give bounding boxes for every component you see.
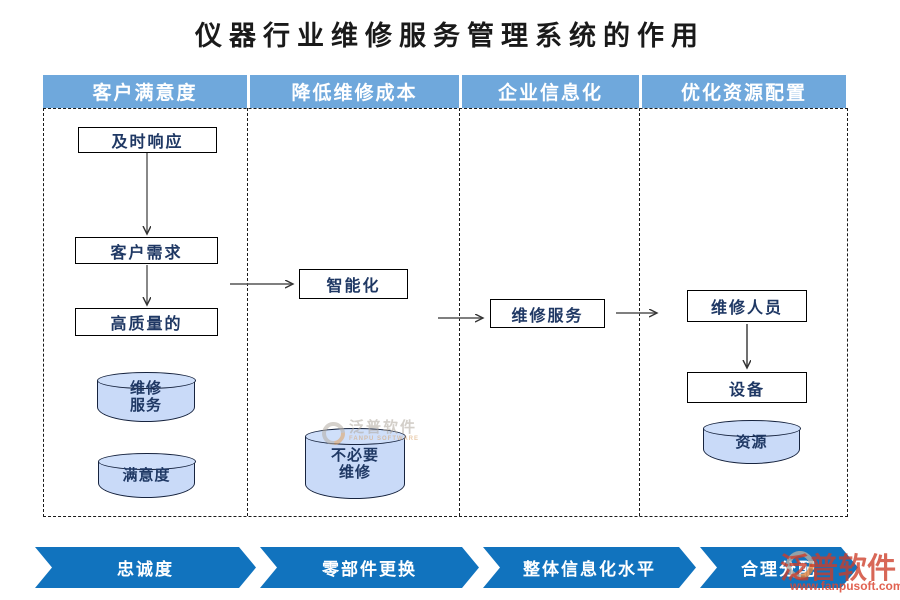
node-repair-service: 维修服务 <box>490 299 605 328</box>
banner-label: 忠诚度 <box>117 560 174 579</box>
watermark-url: www.fanpusoft.com <box>790 579 900 593</box>
watermark-center: 泛普软件 FANPU SOFTWARE <box>317 417 420 450</box>
node-timely-response: 及时响应 <box>78 127 217 153</box>
cylinder-unnecessary-repair-label: 不必要 维修 <box>330 446 379 481</box>
cylinder-repair-service-label: 维修 服务 <box>129 380 162 414</box>
banner-label: 零部件更换 <box>322 560 417 579</box>
watermark-brand: 泛普软件 <box>349 419 418 436</box>
cylinder-satisfaction-label: 满意度 <box>122 467 171 485</box>
node-equipment: 设备 <box>687 372 807 403</box>
banner-chevron-parts-replacement: 零部件更换 <box>260 547 479 588</box>
lane-separator-2 <box>459 108 460 516</box>
lane-header-optimize-resources: 优化资源配置 <box>642 75 846 108</box>
banner-label: 整体信息化水平 <box>523 560 656 579</box>
lane-separator-1 <box>247 108 248 516</box>
page-title: 仪器行业维修服务管理系统的作用 <box>195 21 705 52</box>
cylinder-resources: 资源 <box>702 420 801 464</box>
watermark-brand-sub: FANPU SOFTWARE <box>349 436 420 442</box>
banner-chevron-reasonable-allocation: 合理分配 <box>700 547 858 588</box>
banner-chevron-informatization-level: 整体信息化水平 <box>483 547 696 588</box>
node-high-quality: 高质量的 <box>75 308 218 336</box>
banner-chevron-loyalty: 忠诚度 <box>35 547 256 588</box>
lane-header-reduce-repair-cost: 降低维修成本 <box>250 75 459 108</box>
lane-header-enterprise-informatization: 企业信息化 <box>462 75 639 108</box>
node-repair-personnel: 维修人员 <box>687 290 807 322</box>
cylinder-repair-service: 维修 服务 <box>96 372 196 422</box>
lane-header-customer-satisfaction: 客户满意度 <box>43 75 247 108</box>
lane-separator-3 <box>639 108 640 516</box>
cylinder-satisfaction: 满意度 <box>97 453 196 498</box>
node-customer-demand: 客户需求 <box>75 237 218 264</box>
watermark-brand: 泛普软件 <box>780 553 897 585</box>
banner-label: 合理分配 <box>741 560 817 579</box>
node-intelligent: 智能化 <box>299 269 408 299</box>
lane-frame <box>43 108 848 517</box>
cylinder-resources-label: 资源 <box>735 433 768 451</box>
cylinder-unnecessary-repair: 不必要 维修 <box>304 428 406 499</box>
fanpu-logo-icon <box>317 417 350 450</box>
